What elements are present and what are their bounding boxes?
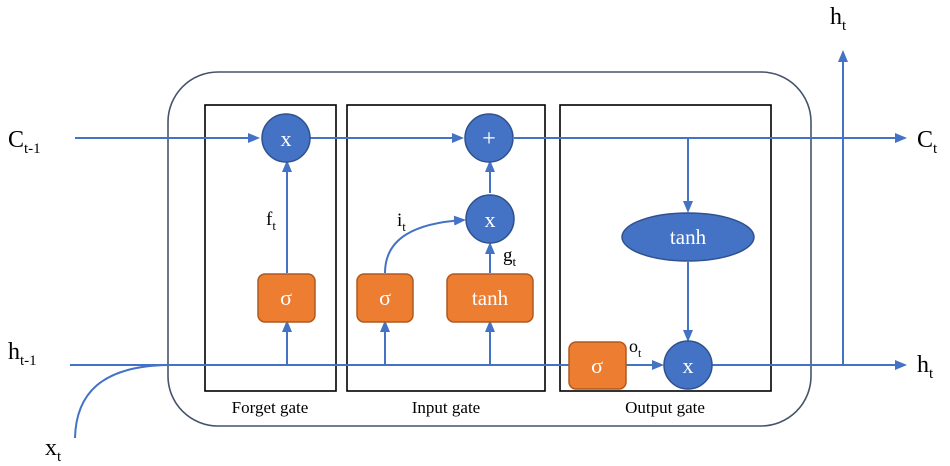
ot-label: ot — [629, 336, 642, 360]
svg-text:x: x — [281, 126, 292, 151]
gt-label: gt — [503, 245, 517, 269]
forget-gate-label: Forget gate — [232, 398, 309, 417]
input-tanh-node: tanh — [446, 273, 534, 323]
input-gate-label: Input gate — [412, 398, 480, 417]
forget-gate-box — [204, 104, 337, 392]
output-sigma-node: σ — [568, 341, 627, 390]
ft-label: ft — [266, 209, 276, 233]
output-gate-box — [559, 104, 772, 392]
it-curve — [384, 215, 466, 274]
ct-label: Ct — [917, 127, 938, 157]
c-prev-label: Ct-1 — [8, 127, 41, 157]
input-sigma-node: σ — [356, 273, 414, 323]
xt-label: xt — [45, 435, 62, 465]
svg-text:x: x — [683, 353, 694, 378]
output-multiply-node: x — [663, 340, 713, 390]
forget-sigma-node: σ — [257, 273, 316, 323]
svg-text:σ: σ — [280, 285, 292, 310]
h-prev-label: ht-1 — [8, 339, 37, 369]
ht-right-label: ht — [917, 352, 934, 382]
svg-text:tanh: tanh — [472, 286, 509, 310]
input-multiply-node: x — [465, 194, 515, 244]
lstm-cell-border — [167, 71, 812, 427]
forget-multiply-node: x — [261, 113, 311, 163]
svg-text:σ: σ — [591, 353, 603, 378]
add-node: + — [464, 113, 514, 163]
svg-text:+: + — [482, 126, 496, 152]
input-gate-box — [346, 104, 546, 392]
svg-text:x: x — [485, 207, 496, 232]
xt-input-curve — [74, 364, 169, 439]
cell-tanh-node: tanh — [621, 212, 755, 262]
it-label: it — [397, 210, 406, 234]
svg-text:σ: σ — [379, 285, 391, 310]
output-gate-label: Output gate — [625, 398, 705, 417]
svg-text:tanh: tanh — [670, 225, 707, 249]
ht-top-label: ht — [830, 4, 847, 34]
